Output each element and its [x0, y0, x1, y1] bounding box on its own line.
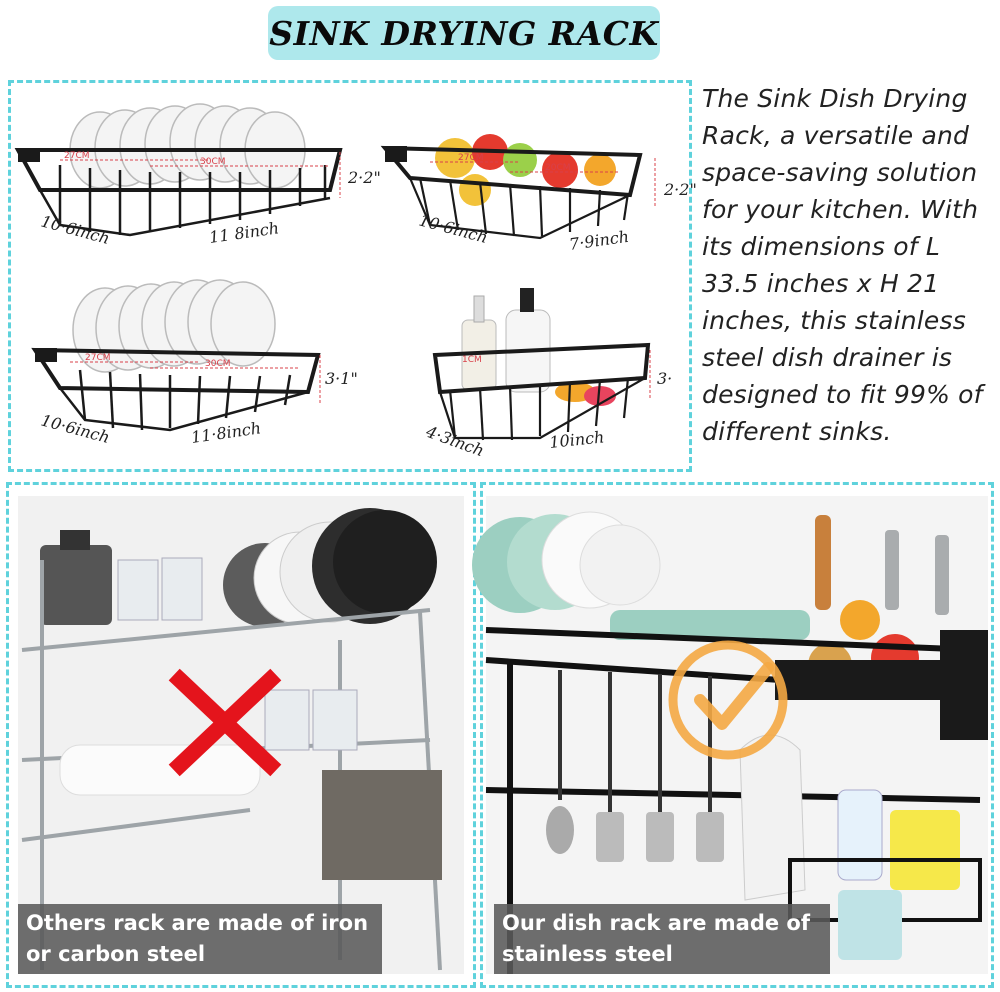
- rack2-length: 7·9inch: [568, 227, 630, 254]
- rack1-illustration: 27CM 30CM 10·6inch 11 8inch 2·2": [14, 103, 381, 249]
- title-banner: SINK DRYING RACK: [268, 6, 660, 60]
- rack3-height: 3·1": [325, 369, 358, 388]
- rack1-length: 11 8inch: [208, 218, 280, 247]
- rack2-inner-b: 20CM: [545, 163, 571, 173]
- product-description: The Sink Dish Drying Rack, a versatile a…: [702, 84, 983, 446]
- rack3-inner-b: 30CM: [205, 359, 231, 369]
- rack2-depth: 10·6inch: [417, 211, 490, 248]
- competitor-caption: Others rack are made of iron or carbon s…: [18, 904, 382, 974]
- rack3-depth: 10·6inch: [39, 411, 112, 448]
- rack1-height: 2·2": [347, 168, 381, 187]
- orange-check-icon: [668, 640, 788, 760]
- rack2-illustration: 27CM 20CM 10·6inch 7·9inch 2·2": [380, 134, 697, 254]
- rack2-height: 2·2": [663, 180, 697, 199]
- product-panel: [480, 482, 994, 988]
- rack4-height: 3·: [657, 369, 672, 388]
- rack4-illustration: 1CM 4·3inch 10inch 3·: [423, 288, 672, 460]
- product-rack-photo: [472, 496, 988, 974]
- red-x-icon: [168, 668, 282, 777]
- competitor-rack-photo: [18, 496, 464, 974]
- rack1-inner-a: 27CM: [64, 151, 90, 161]
- rack3-inner-a: 27CM: [85, 353, 111, 363]
- rack2-inner-a: 27CM: [458, 153, 484, 163]
- rack1-inner-b: 30CM: [200, 157, 226, 167]
- rack4-length: 10inch: [548, 427, 605, 452]
- page-title: SINK DRYING RACK: [269, 13, 659, 53]
- rack1-depth: 10·6inch: [39, 212, 112, 249]
- dimensions-panel: [8, 80, 692, 472]
- rack3-illustration: 27CM 30CM 10·6inch 11·8inch 3·1": [31, 279, 358, 448]
- rack4-inner-a: 1CM: [462, 355, 482, 365]
- competitor-panel: [6, 482, 476, 988]
- product-caption: Our dish rack are made of stainless stee…: [494, 904, 830, 974]
